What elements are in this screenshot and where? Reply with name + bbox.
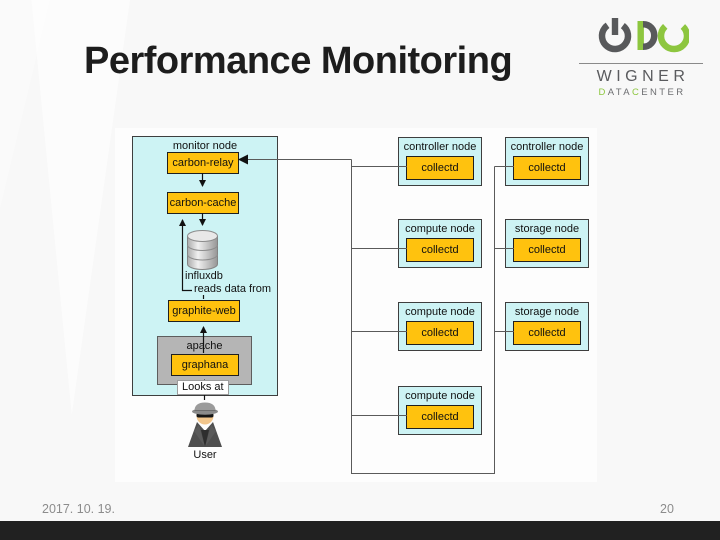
storage-node-2: storage node collectd <box>505 302 589 351</box>
database-cylinder-icon <box>186 229 219 271</box>
collectd-box: collectd <box>513 321 581 345</box>
slide-date: 2017. 10. 19. <box>42 502 115 516</box>
logo-subtitle-d: D <box>598 87 608 98</box>
storage-node-1: storage node collectd <box>505 219 589 268</box>
architecture-diagram: monitor node carbon-relay carbon-cache i… <box>115 128 597 482</box>
node-label: controller node <box>510 141 584 153</box>
apache-box: apache graphana <box>157 336 252 385</box>
wigner-datacenter-logo: WIGNER DATACENTER <box>577 12 705 98</box>
logo-subtitle: DATACENTER <box>577 87 705 98</box>
footer-bar <box>0 521 720 540</box>
wdc-monogram-icon <box>598 18 689 53</box>
graphite-web-box: graphite-web <box>168 300 240 322</box>
logo-subtitle-ata: ATA <box>607 87 633 98</box>
graphana-box: graphana <box>171 354 239 376</box>
collectd-box: collectd <box>513 156 581 180</box>
controller-node-1: controller node collectd <box>398 137 482 186</box>
collectd-box: collectd <box>406 156 474 180</box>
logo-wordmark: WIGNER <box>596 68 690 85</box>
apache-label: apache <box>186 340 223 352</box>
collectd-box: collectd <box>406 321 474 345</box>
reads-data-from-label: reads data from <box>192 283 274 295</box>
node-label: compute node <box>405 223 475 235</box>
monitor-node-label: monitor node <box>172 140 238 152</box>
node-label: compute node <box>405 306 475 318</box>
controller-node-2: controller node collectd <box>505 137 589 186</box>
carbon-cache-box: carbon-cache <box>167 192 239 214</box>
looks-at-label: Looks at <box>177 380 229 395</box>
node-label: compute node <box>405 390 475 402</box>
logo-subtitle-c: C <box>632 87 642 98</box>
page-title: Performance Monitoring <box>84 40 513 82</box>
user-icon <box>181 400 229 448</box>
compute-node-2: compute node collectd <box>398 302 482 351</box>
carbon-relay-box: carbon-relay <box>167 152 239 174</box>
node-label: storage node <box>514 306 580 318</box>
slide-page-number: 20 <box>660 502 674 516</box>
collectd-box: collectd <box>406 405 474 429</box>
logo-subtitle-enter: ENTER <box>641 87 686 98</box>
compute-node-1: compute node collectd <box>398 219 482 268</box>
node-label: controller node <box>403 141 477 153</box>
collectd-box: collectd <box>406 238 474 262</box>
node-label: storage node <box>514 223 580 235</box>
influxdb-label: influxdb <box>185 270 223 282</box>
collectd-box: collectd <box>513 238 581 262</box>
compute-node-3: compute node collectd <box>398 386 482 435</box>
user-label: User <box>193 449 217 461</box>
logo-divider <box>579 63 703 64</box>
